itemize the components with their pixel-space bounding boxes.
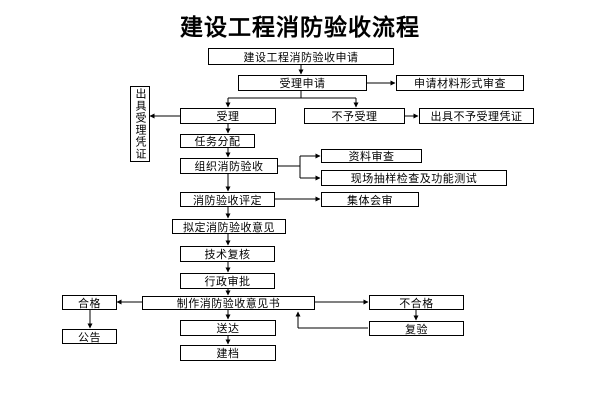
node-accept: 受理 xyxy=(180,108,276,124)
node-evaluate: 消防验收评定 xyxy=(180,192,275,207)
node-reject: 不予受理 xyxy=(304,108,405,124)
node-admin-approve: 行政审批 xyxy=(180,273,275,289)
node-qualified: 合格 xyxy=(62,295,117,310)
node-draft-opinion: 拟定消防验收意见 xyxy=(172,219,286,234)
node-deliver: 送达 xyxy=(180,320,276,336)
node-announce: 公告 xyxy=(62,329,117,344)
node-site-test: 现场抽样检查及功能测试 xyxy=(321,170,507,186)
node-organize: 组织消防验收 xyxy=(180,158,278,174)
node-apply: 建设工程消防验收申请 xyxy=(208,48,394,65)
node-recheck: 复验 xyxy=(369,321,464,336)
node-archive: 建档 xyxy=(180,345,276,361)
node-assign: 任务分配 xyxy=(180,134,255,148)
node-group-review: 集体会审 xyxy=(321,192,419,207)
node-issue-reject-cert: 出具不予受理凭证 xyxy=(419,108,534,124)
node-form-review: 申请材料形式审查 xyxy=(396,75,524,91)
node-doc-review: 资料审查 xyxy=(321,149,422,163)
page-title: 建设工程消防验收流程 xyxy=(180,15,420,41)
node-issue-accept-cert: 出具受理凭证 xyxy=(130,86,150,162)
node-make-opinion: 制作消防验收意见书 xyxy=(142,296,315,310)
node-tech-review: 技术复核 xyxy=(180,246,275,262)
node-unqualified: 不合格 xyxy=(369,295,464,310)
node-receive-apply: 受理申请 xyxy=(238,75,367,91)
